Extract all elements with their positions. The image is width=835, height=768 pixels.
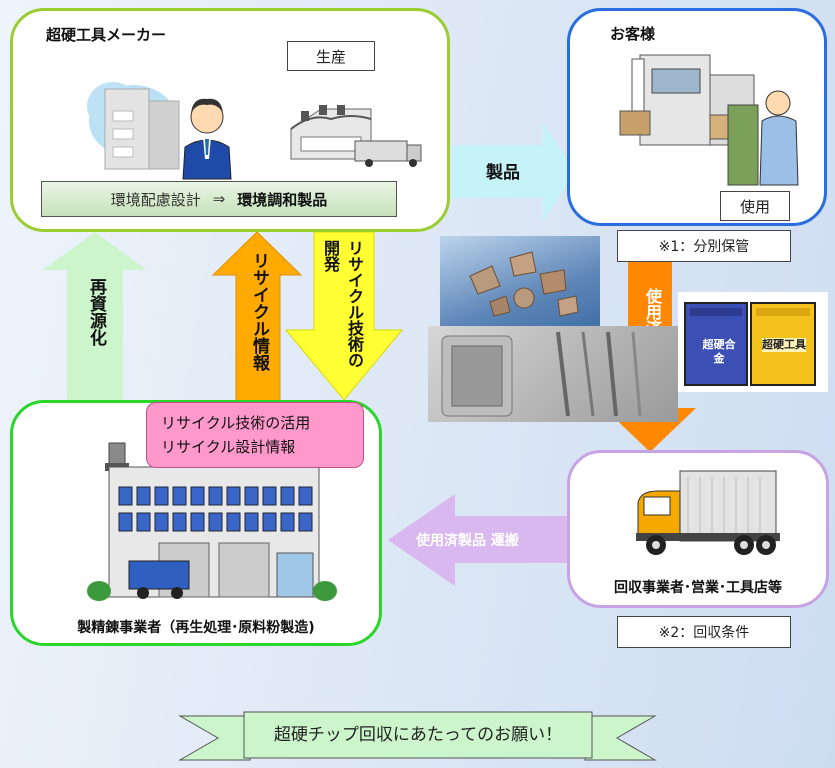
bin-carbide-tool: 超硬工具 xyxy=(750,302,816,386)
office-building-illustration xyxy=(87,82,180,170)
use-text: 使用 xyxy=(739,197,770,216)
recycle-design-line: リサイクル設計情報 xyxy=(161,438,296,456)
manufacturer-title: 超硬工具メーカー xyxy=(46,26,167,44)
customer-workshop-illustration xyxy=(619,54,799,186)
production-label: 生産 xyxy=(287,41,375,71)
env-product-text: 環境調和製品 xyxy=(237,190,328,209)
note1-text: ※1：分別保管 xyxy=(658,239,750,255)
product-flow-label: 製品 xyxy=(486,163,520,183)
recycle-tech-text: リサイクル技術の開発 xyxy=(321,240,364,368)
request-banner-text: 超硬チップ回収にあたってのお願い！ xyxy=(273,725,563,745)
customer-box: お客様 使用 xyxy=(567,8,827,226)
collection-truck-icon xyxy=(636,470,780,555)
production-text: 生産 xyxy=(315,47,346,66)
bin-carbide-tool-label: 超硬工具 xyxy=(762,338,806,352)
re-resource-label: 再資源化 xyxy=(86,278,106,346)
note1-box: ※1：分別保管 xyxy=(617,230,791,262)
env-design-text: 環境配慮設計 xyxy=(110,190,201,209)
refiner-title: 製精錬事業者（再生処理･原料粉製造) xyxy=(77,620,315,636)
env-design-bar: 環境配慮設計 ⇒ 環境調和製品 xyxy=(41,181,397,217)
recycle-info-label: リサイクル情報 xyxy=(249,252,269,371)
recycle-bins-illustration: 超硬合金 超硬工具 xyxy=(678,292,828,392)
businessman-icon xyxy=(182,98,232,180)
env-arrow-symbol: ⇒ xyxy=(212,190,226,208)
collector-title: 回収事業者･営業･工具店等 xyxy=(614,580,782,596)
bin-carbide-alloy: 超硬合金 xyxy=(684,302,748,386)
manufacturer-box: 超硬工具メーカー 生産 環境配慮設計 ⇒ 環境調和製品 xyxy=(10,8,450,232)
recycle-tech-label: リサイクル技術の開発 xyxy=(318,240,366,380)
recycle-use-line: リサイクル技術の活用 xyxy=(161,414,311,432)
refinery-building-illustration xyxy=(87,442,337,601)
carbide-inserts-photo xyxy=(440,236,600,334)
bin-carbide-alloy-label: 超硬合金 xyxy=(702,338,736,365)
factory-truck-illustration xyxy=(290,105,422,167)
use-label: 使用 xyxy=(720,191,790,221)
note2-box: ※2：回収条件 xyxy=(617,616,791,648)
carbide-tools-photo xyxy=(428,326,678,422)
note2-text: ※2：回収条件 xyxy=(658,625,750,641)
customer-title: お客様 xyxy=(610,25,656,43)
used-transport-label: 使用済製品 運搬 xyxy=(416,533,519,549)
recycle-use-info-box: リサイクル技術の活用 リサイクル設計情報 xyxy=(146,402,364,468)
collector-box: 回収事業者･営業･工具店等 xyxy=(567,450,829,608)
